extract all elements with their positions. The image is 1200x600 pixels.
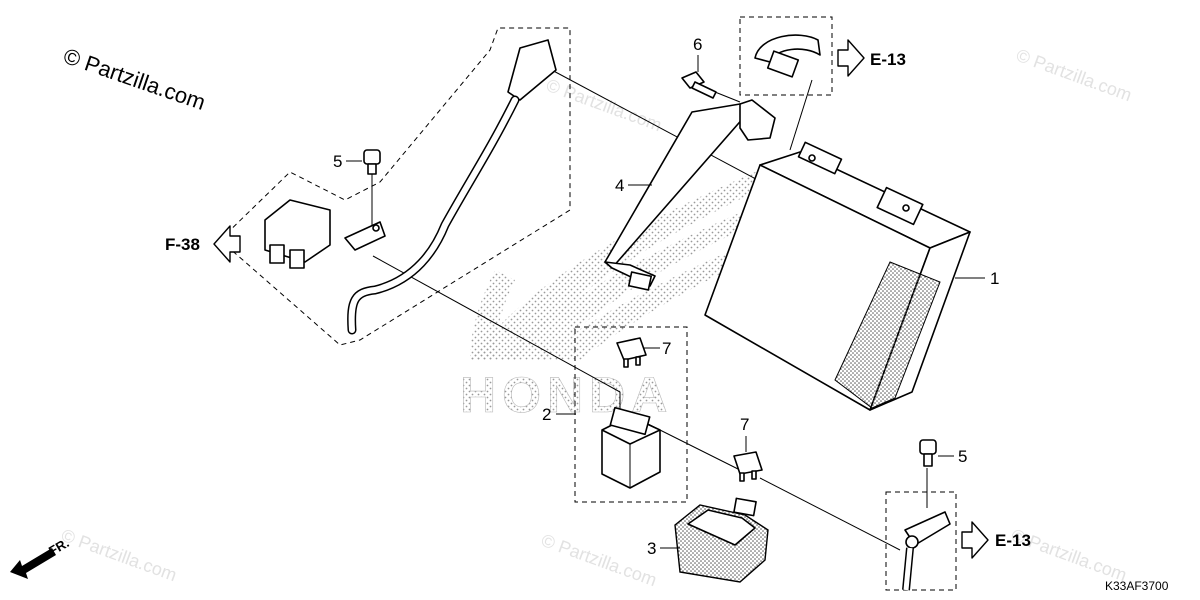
callout-label-5-upper: 5 <box>333 152 342 171</box>
terminal-cover <box>264 199 331 269</box>
battery-bracket <box>604 99 776 291</box>
bottom-terminal-cable <box>902 511 951 591</box>
bolt-5-lower <box>919 439 937 467</box>
callout-label-4: 4 <box>615 176 624 195</box>
callout-5-lower: 5 <box>938 447 967 466</box>
fuse-7-upper <box>616 337 647 368</box>
callout-3: 3 <box>647 539 680 558</box>
callout-label-1: 1 <box>990 269 999 288</box>
ref-arrow-e13-bottom: E-13 <box>961 521 1031 559</box>
callout-label-6: 6 <box>693 35 702 54</box>
relay-cover <box>674 497 769 583</box>
faint-watermark-4: © Partzilla.com <box>539 530 660 590</box>
ref-label-f38: F-38 <box>165 235 200 254</box>
callout-6: 6 <box>693 35 702 72</box>
callout-label-2: 2 <box>542 405 551 424</box>
callout-label-7-upper: 7 <box>662 339 671 358</box>
cable-group-outline <box>219 27 571 346</box>
callout-1: 1 <box>955 269 999 288</box>
bolt-5-upper <box>363 149 381 175</box>
copyright-watermark: © Partzilla.com <box>60 43 208 115</box>
faint-watermark-2: © Partzilla.com <box>1014 45 1135 105</box>
front-direction-indicator: FR. <box>10 535 72 579</box>
callout-2: 2 <box>542 405 576 424</box>
ref-label-e13-top: E-13 <box>870 50 906 69</box>
callout-5-upper: 5 <box>333 152 362 171</box>
starter-relay <box>601 406 661 489</box>
ref-arrow-f38: F-38 <box>165 225 241 263</box>
fuse-7-lower <box>733 451 763 482</box>
callout-7-lower: 7 <box>740 415 749 452</box>
bottom-terminal-group-outline <box>885 491 957 591</box>
bolt-6 <box>681 71 717 99</box>
negative-battery-cable <box>344 39 557 335</box>
ref-arrow-e13-top: E-13 <box>837 39 906 77</box>
faint-watermark-3: © Partzilla.com <box>59 525 180 585</box>
diagram-code: K33AF3700 <box>1105 579 1169 593</box>
callout-label-7-lower: 7 <box>740 415 749 434</box>
callout-label-5-lower: 5 <box>958 447 967 466</box>
callout-7-upper: 7 <box>644 339 671 358</box>
top-connector-group-outline <box>739 16 833 96</box>
callout-label-3: 3 <box>647 539 656 558</box>
battery <box>704 141 971 411</box>
faint-watermark-1: © Partzilla.com <box>544 75 665 135</box>
top-terminal-cable <box>754 34 821 78</box>
ref-label-e13-bottom: E-13 <box>995 531 1031 550</box>
callout-4: 4 <box>615 176 652 195</box>
